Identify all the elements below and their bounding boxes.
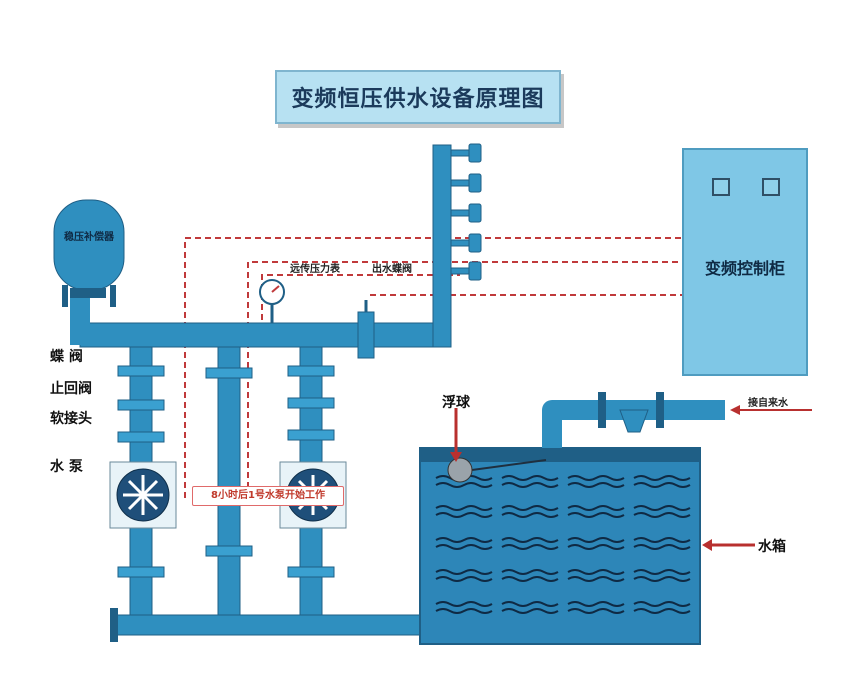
- tank-wave: [633, 512, 691, 518]
- tank-wave: [633, 482, 691, 488]
- tank-wave: [435, 608, 493, 614]
- tank-wave: [633, 601, 691, 607]
- control-cabinet: 变频控制柜: [682, 148, 808, 376]
- tank-wave: [567, 569, 625, 575]
- tank-wave: [435, 505, 493, 511]
- tank-wave: [501, 608, 559, 614]
- tank-label: 水箱: [758, 539, 786, 555]
- tank-wave: [633, 608, 691, 614]
- tank-wave: [633, 475, 691, 481]
- pump-column-1: [109, 346, 177, 618]
- tank-wave: [501, 576, 559, 582]
- outlet-valve-label: 出水蝶阀: [372, 264, 412, 275]
- diagram-title: 变频恒压供水设备原理图: [275, 70, 561, 124]
- tank-wave: [567, 576, 625, 582]
- pressure-vessel-label: 稳压补偿器: [64, 232, 114, 243]
- pressure-gauge: [259, 279, 285, 323]
- control-line-1: [184, 237, 682, 498]
- tank-wave: [435, 569, 493, 575]
- tank-wave: [501, 482, 559, 488]
- tank-wave: [633, 576, 691, 582]
- tank-wave: [435, 544, 493, 550]
- cabinet-window-left: [712, 178, 730, 196]
- flex-joint-label: 软接头: [50, 411, 92, 427]
- tank-wave: [567, 608, 625, 614]
- riser-pipe: [432, 144, 452, 348]
- tank-wave: [567, 475, 625, 481]
- tank-wave: [567, 601, 625, 607]
- header-pipe: [79, 322, 451, 348]
- tank-wave: [567, 512, 625, 518]
- tank-wave: [435, 601, 493, 607]
- tank-wave: [435, 482, 493, 488]
- outlet-valves: [450, 143, 482, 281]
- pump-schedule-note: 8小时后1号水泵开始工作: [192, 486, 344, 506]
- tank-wave: [633, 544, 691, 550]
- pump-column-2: [205, 346, 253, 618]
- pump-column-3: [279, 346, 347, 618]
- float-ball: [447, 457, 547, 483]
- pressure-gauge-label: 远传压力表: [290, 264, 340, 275]
- inlet-label: 接自来水: [748, 398, 788, 409]
- outlet-butterfly-valve: [357, 300, 375, 359]
- tank-wave: [501, 544, 559, 550]
- pressure-vessel: [53, 199, 125, 345]
- control-lines: [184, 237, 682, 498]
- tank-wave: [435, 512, 493, 518]
- tank-wave: [501, 569, 559, 575]
- control-cabinet-label: 变频控制柜: [704, 259, 785, 278]
- suction-pipe: [111, 614, 423, 636]
- tank-wave: [567, 482, 625, 488]
- cabinet-window-right: [762, 178, 780, 196]
- float-label: 浮球: [442, 395, 470, 411]
- tank-wave: [435, 537, 493, 543]
- inlet-pipe: [542, 392, 725, 448]
- check-valve-label: 止回阀: [50, 381, 92, 397]
- control-line-3: [261, 274, 460, 330]
- tank-wave: [501, 537, 559, 543]
- tank-wave: [501, 601, 559, 607]
- control-line-2: [247, 261, 682, 498]
- tank-wave: [567, 544, 625, 550]
- tank-wave: [435, 576, 493, 582]
- tank-wave: [567, 505, 625, 511]
- label-arrows: [450, 405, 812, 551]
- tank-waves: [435, 475, 691, 614]
- suction-pipe-cap: [110, 608, 118, 642]
- tank-wave: [633, 569, 691, 575]
- tank-wave: [633, 505, 691, 511]
- pump-label: 水 泵: [50, 459, 83, 475]
- tank-wave: [567, 537, 625, 543]
- tank-wave: [633, 537, 691, 543]
- tank-wave: [501, 505, 559, 511]
- butterfly-valve-label: 蝶 阀: [50, 349, 83, 365]
- tank-wave: [501, 512, 559, 518]
- tank-wave: [501, 475, 559, 481]
